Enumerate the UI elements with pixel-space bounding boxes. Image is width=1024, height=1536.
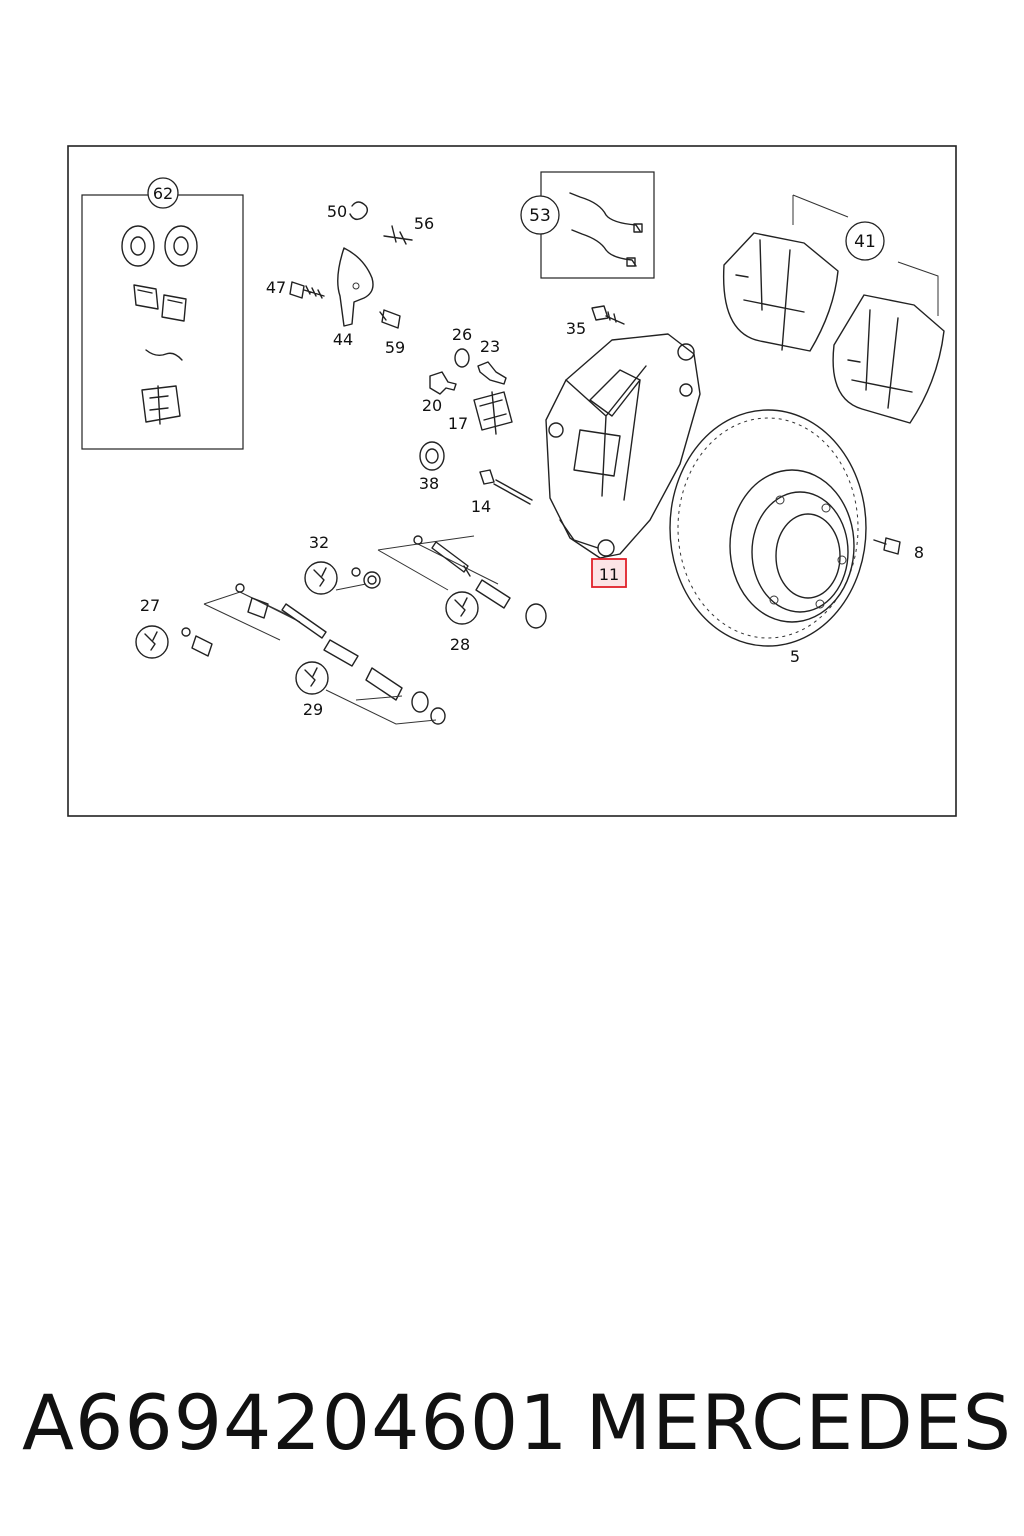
- callout-53-circle[interactable]: [520, 195, 560, 235]
- label-50: 50: [327, 202, 347, 221]
- small-parts-middle: 26 23 20 17 38 14 35: [419, 305, 625, 516]
- repair-kits: 32 28 27 29: [135, 533, 547, 725]
- diagram-frame: [67, 145, 957, 817]
- label-11: 11: [599, 565, 619, 584]
- label-23: 23: [480, 337, 500, 356]
- label-8: 8: [914, 543, 924, 562]
- callout-62-label: 62: [153, 184, 173, 203]
- kit-53-group: 53: [520, 171, 655, 279]
- brand-name: MERCEDES: [585, 1377, 1012, 1467]
- label-14: 14: [471, 497, 491, 516]
- callout-53-label: 53: [529, 206, 551, 226]
- brake-disc: 5 8: [669, 409, 924, 666]
- label-59: 59: [385, 338, 405, 357]
- brake-pads-41: 41: [722, 194, 945, 424]
- highlight-box-11[interactable]: [591, 558, 627, 588]
- label-44: 44: [333, 330, 353, 349]
- brake-caliper: 11: [545, 333, 701, 588]
- label-26: 26: [452, 325, 472, 344]
- callout-41-label: 41: [854, 232, 876, 252]
- callout-62-circle[interactable]: [147, 177, 179, 209]
- kit-62-group: 62: [81, 177, 244, 450]
- label-28: 28: [450, 635, 470, 654]
- label-29: 29: [303, 700, 323, 719]
- label-47: 47: [266, 278, 286, 297]
- label-38: 38: [419, 474, 439, 493]
- caption-bar: A6694204601 MERCEDES: [22, 1372, 1012, 1472]
- label-5: 5: [790, 647, 800, 666]
- label-17: 17: [448, 414, 468, 433]
- label-27: 27: [140, 596, 160, 615]
- label-32: 32: [309, 533, 329, 552]
- label-56: 56: [414, 214, 434, 233]
- callout-41-circle[interactable]: [845, 221, 885, 261]
- small-parts-upper: 50 56 47 44 59: [266, 201, 434, 357]
- part-number: A6694204601: [22, 1377, 569, 1467]
- label-20: 20: [422, 396, 442, 415]
- label-35: 35: [566, 319, 586, 338]
